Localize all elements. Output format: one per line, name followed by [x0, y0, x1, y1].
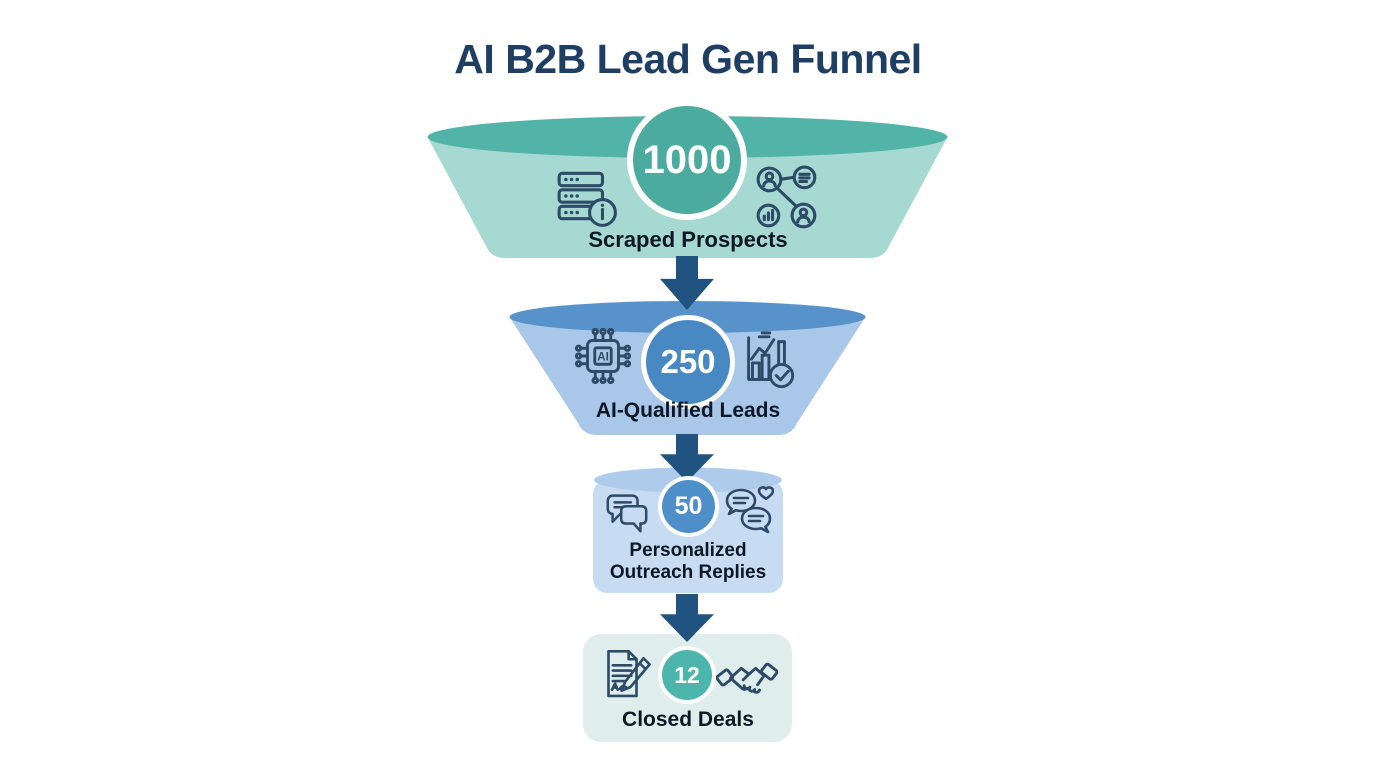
arrow-1: [660, 256, 714, 310]
prospect-network-icon: [756, 165, 817, 229]
down-arrow-icon: [660, 594, 714, 642]
arrow-3: [660, 594, 714, 642]
stage-3-count-badge: 50: [658, 476, 719, 537]
ai-chip-label: AI: [597, 350, 609, 363]
stage-2-label: AI-Qualified Leads: [595, 399, 781, 422]
stage-4-count-badge: 12: [658, 646, 716, 704]
stage-1-count: 1000: [642, 137, 732, 182]
stage-3-count: 50: [674, 492, 703, 520]
stage-3-label-line-1: Personalized: [629, 540, 747, 561]
stage-3-label: Personalized Outreach Replies: [0, 540, 1376, 584]
arrow-2: [660, 434, 714, 482]
stage-4-label: Closed Deals: [622, 708, 754, 731]
chat-bubbles-icon: [606, 494, 648, 533]
contract-pen-icon: [607, 649, 651, 698]
down-arrow-icon: [660, 256, 714, 310]
chart-check-icon: [747, 331, 795, 389]
chat-heart-icon: [725, 486, 774, 534]
stage-2-count: 250: [660, 343, 716, 380]
page-title: AI B2B Lead Gen Funnel: [454, 36, 922, 82]
ai-chip-icon: AI: [574, 327, 632, 385]
server-dots: [564, 177, 579, 215]
down-arrow-icon: [660, 434, 714, 482]
stage-4-count: 12: [674, 661, 700, 688]
handshake-icon: [716, 662, 778, 694]
database-info-icon: [557, 171, 617, 227]
stage-2-count-badge: 250: [641, 315, 735, 409]
stage-1-label: Scraped Prospects: [588, 227, 788, 252]
stage-1-count-badge: 1000: [627, 100, 747, 220]
stage-3-label-line-2: Outreach Replies: [609, 562, 767, 583]
